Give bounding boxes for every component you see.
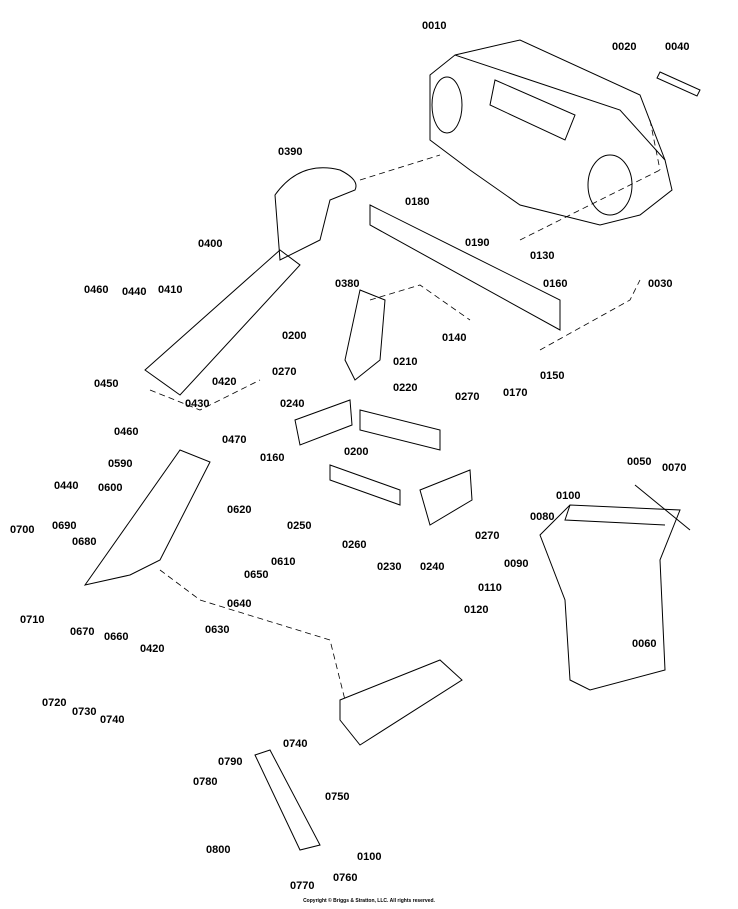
part-callout-0800: 0800 — [206, 844, 231, 856]
part-callout-0450: 0450 — [94, 378, 119, 390]
part-callout-0740: 0740 — [283, 738, 308, 750]
part-callout-0100: 0100 — [556, 490, 581, 502]
plate-0770 — [254, 749, 321, 851]
part-callout-0420: 0420 — [140, 643, 165, 655]
part-callout-0440: 0440 — [122, 286, 147, 298]
part-callout-0270: 0270 — [475, 530, 500, 542]
part-callout-0060: 0060 — [632, 638, 657, 650]
part-callout-0250: 0250 — [287, 520, 312, 532]
part-callout-0680: 0680 — [72, 536, 97, 548]
part-callout-0440: 0440 — [54, 480, 79, 492]
part-callout-0160: 0160 — [543, 278, 568, 290]
bracket-0220 — [359, 409, 441, 451]
bar-0230 — [329, 464, 401, 506]
part-callout-0400: 0400 — [198, 238, 223, 250]
part-callout-0730: 0730 — [72, 706, 97, 718]
part-callout-0760: 0760 — [333, 872, 358, 884]
part-callout-0240: 0240 — [280, 398, 305, 410]
part-callout-0750: 0750 — [325, 791, 350, 803]
part-callout-0170: 0170 — [503, 387, 528, 399]
part-callout-0720: 0720 — [42, 697, 67, 709]
chute-elbow-0390 — [274, 167, 357, 261]
part-callout-0130: 0130 — [530, 250, 555, 262]
part-callout-0230: 0230 — [377, 561, 402, 573]
part-callout-0620: 0620 — [227, 504, 252, 516]
part-callout-0160: 0160 — [260, 452, 285, 464]
bracket-0210 — [344, 289, 386, 381]
part-callout-0050: 0050 — [627, 456, 652, 468]
part-callout-0590: 0590 — [108, 458, 133, 470]
chute-0590 — [83, 449, 211, 586]
part-callout-0150: 0150 — [540, 370, 565, 382]
plate-0240-left — [294, 399, 353, 446]
part-callout-0100: 0100 — [357, 851, 382, 863]
part-callout-0270: 0270 — [272, 366, 297, 378]
part-callout-0020: 0020 — [612, 41, 637, 53]
part-callout-0460: 0460 — [114, 426, 139, 438]
part-callout-0260: 0260 — [342, 539, 367, 551]
part-callout-0110: 0110 — [478, 582, 502, 594]
part-callout-0470: 0470 — [222, 434, 247, 446]
part-callout-0270: 0270 — [455, 391, 480, 403]
part-callout-0690: 0690 — [52, 520, 77, 532]
plate-0240-right — [419, 469, 473, 526]
part-callout-0460: 0460 — [84, 284, 109, 296]
part-callout-0660: 0660 — [104, 631, 129, 643]
part-callout-0200: 0200 — [344, 446, 369, 458]
part-callout-0120: 0120 — [464, 604, 489, 616]
blower-housing-0010 — [429, 39, 673, 226]
part-callout-0210: 0210 — [393, 356, 418, 368]
part-callout-0220: 0220 — [393, 382, 418, 394]
dashed-leaders — [149, 119, 661, 701]
part-callout-0430: 0430 — [185, 398, 210, 410]
part-callout-0600: 0600 — [98, 482, 123, 494]
bag-0060 — [539, 504, 681, 691]
part-callout-0140: 0140 — [442, 332, 467, 344]
part-callout-0190: 0190 — [465, 237, 490, 249]
part-callout-0080: 0080 — [530, 511, 555, 523]
chute-tube-0400 — [144, 249, 301, 396]
bracket-0020 — [656, 71, 701, 97]
bagger-adapter — [339, 659, 463, 746]
part-callout-0670: 0670 — [70, 626, 95, 638]
part-callout-0040: 0040 — [665, 41, 690, 53]
part-callout-0610: 0610 — [271, 556, 296, 568]
part-callout-0420: 0420 — [212, 376, 237, 388]
part-callout-0390: 0390 — [278, 146, 303, 158]
part-callout-0180: 0180 — [405, 196, 430, 208]
part-callout-0030: 0030 — [648, 278, 673, 290]
part-callout-0200: 0200 — [282, 330, 307, 342]
mounting-plate-0180 — [369, 204, 561, 331]
part-callout-0240: 0240 — [420, 561, 445, 573]
part-callout-0010: 0010 — [422, 20, 447, 32]
part-callout-0090: 0090 — [504, 558, 529, 570]
part-callout-0630: 0630 — [205, 624, 230, 636]
part-callout-0700: 0700 — [10, 524, 35, 536]
part-callout-0710: 0710 — [20, 614, 45, 626]
part-callout-0780: 0780 — [193, 776, 218, 788]
part-callout-0790: 0790 — [218, 756, 243, 768]
part-callout-0650: 0650 — [244, 569, 269, 581]
part-callout-0410: 0410 — [158, 284, 183, 296]
part-callout-0770: 0770 — [290, 880, 315, 892]
part-callout-0070: 0070 — [662, 462, 687, 474]
rod-0070 — [634, 484, 691, 531]
copyright-text: Copyright © Briggs & Stratton, LLC. All … — [303, 898, 435, 904]
part-callout-0380: 0380 — [335, 278, 360, 290]
part-callout-0640: 0640 — [227, 598, 252, 610]
part-callout-0740: 0740 — [100, 714, 125, 726]
